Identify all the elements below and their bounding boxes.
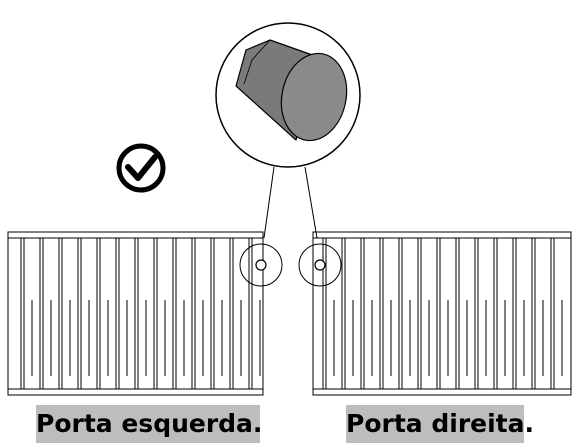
leader-lines xyxy=(263,166,318,239)
gate-bar xyxy=(229,237,234,390)
gate-bar xyxy=(474,237,479,390)
magnified-detail xyxy=(215,22,361,168)
gate-bar xyxy=(39,237,44,390)
right-gate-label: Porta direita. xyxy=(346,405,534,443)
gate-bar xyxy=(153,237,158,390)
gate-bar xyxy=(360,237,365,390)
gate-bar xyxy=(58,237,63,390)
gate-bar xyxy=(20,237,25,390)
cylindrical-stopper-detail xyxy=(235,39,348,142)
gate-bar xyxy=(341,237,346,390)
gate-bar xyxy=(417,237,422,390)
gate-bar xyxy=(531,237,536,390)
gate-bar xyxy=(493,237,498,390)
gate-bar xyxy=(455,237,460,390)
gate-bar xyxy=(550,237,555,390)
gate-bar xyxy=(115,237,120,390)
stopper-marker-right xyxy=(298,243,342,287)
check-circle-icon xyxy=(116,143,166,193)
gate-bar xyxy=(436,237,441,390)
gate-bar xyxy=(191,237,196,390)
gate-bar xyxy=(172,237,177,390)
gate-bar xyxy=(77,237,82,390)
gate-frame xyxy=(7,231,264,396)
stopper-marker-left xyxy=(239,243,283,287)
gate-bar xyxy=(379,237,384,390)
gate-bar xyxy=(248,237,253,390)
gate-frame xyxy=(312,231,572,396)
right-gate xyxy=(312,231,572,396)
left-gate xyxy=(7,231,264,396)
gate-bar xyxy=(322,237,327,390)
gate-bar xyxy=(398,237,403,390)
gate-bar xyxy=(512,237,517,390)
gate-bar xyxy=(96,237,101,390)
left-gate-label: Porta esquerda. xyxy=(36,405,262,443)
gate-bar xyxy=(134,237,139,390)
gate-bar xyxy=(210,237,215,390)
